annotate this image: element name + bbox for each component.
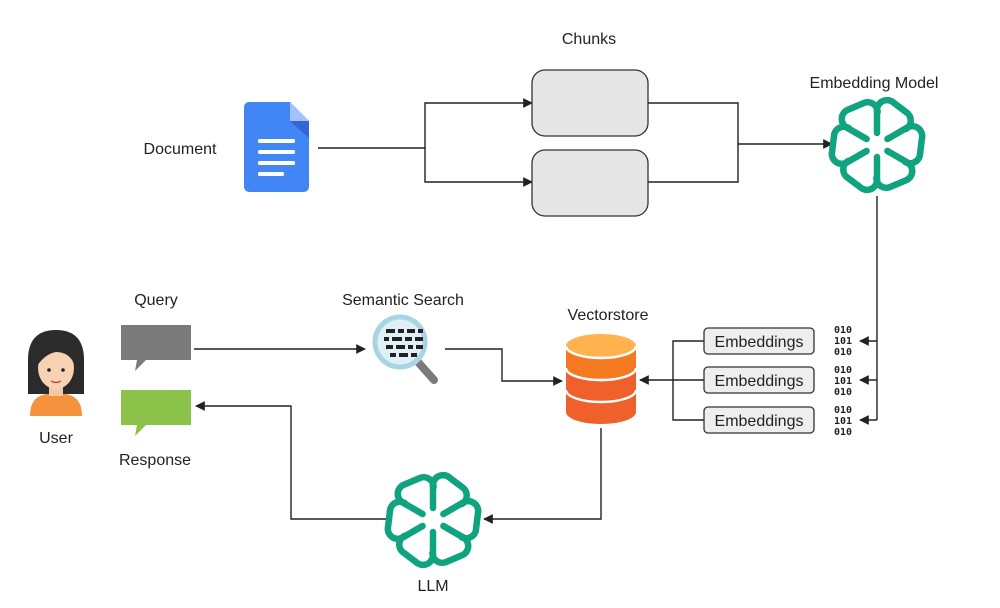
embedding-label-1: Embeddings [715, 334, 804, 351]
label-llm: LLM [417, 578, 448, 595]
svg-text:101: 101 [834, 376, 852, 387]
chunk-box-1 [531, 69, 649, 137]
svg-text:010: 010 [834, 387, 852, 398]
label-chunks: Chunks [562, 31, 616, 48]
svg-text:101: 101 [834, 336, 852, 347]
user-avatar-icon [28, 330, 84, 416]
label-embedding-model: Embedding Model [810, 75, 939, 92]
label-vectorstore: Vectorstore [568, 307, 649, 324]
embedding-box-2 [703, 366, 815, 394]
binary-icon-3: 010 101 010 [834, 405, 852, 438]
embeddings-group: Embeddings Embeddings Embeddings 010 101… [703, 325, 852, 438]
label-query: Query [134, 292, 178, 309]
svg-text:010: 010 [834, 427, 852, 438]
embedding-box-1 [703, 327, 815, 355]
google-docs-icon [244, 102, 309, 192]
response-speech-bubble-icon [121, 390, 191, 436]
chunk-box-2 [531, 149, 649, 217]
embedding-label-3: Embeddings [715, 413, 804, 430]
label-document: Document [144, 141, 217, 158]
embedding-box-3 [703, 406, 815, 434]
binary-icon-1: 010 101 010 [834, 325, 852, 358]
database-icon [564, 334, 638, 424]
connectors [194, 98, 878, 524]
svg-text:010: 010 [834, 365, 852, 376]
arrow-document-to-chunk-2 [424, 148, 533, 187]
svg-text:010: 010 [834, 405, 852, 416]
label-user: User [39, 430, 73, 447]
binary-icon-2: 010 101 010 [834, 365, 852, 398]
arrow-vectorstore-to-llm [483, 428, 602, 524]
embedding-model-openai-icon [821, 93, 932, 196]
connector-chunks-merge [648, 102, 739, 183]
arrow-search-to-vectorstore [445, 348, 563, 386]
label-semantic-search: Semantic Search [342, 292, 464, 309]
arrow-llm-to-response [195, 401, 388, 520]
embedding-label-2: Embeddings [715, 373, 804, 390]
svg-text:010: 010 [834, 325, 852, 336]
magnifier-icon [372, 314, 438, 384]
arrow-document-to-chunk-1 [318, 98, 533, 149]
svg-text:010: 010 [834, 347, 852, 358]
svg-text:101: 101 [834, 416, 852, 427]
llm-openai-icon [377, 468, 488, 571]
speech-bubble-icon [121, 325, 191, 371]
label-response: Response [119, 452, 191, 469]
